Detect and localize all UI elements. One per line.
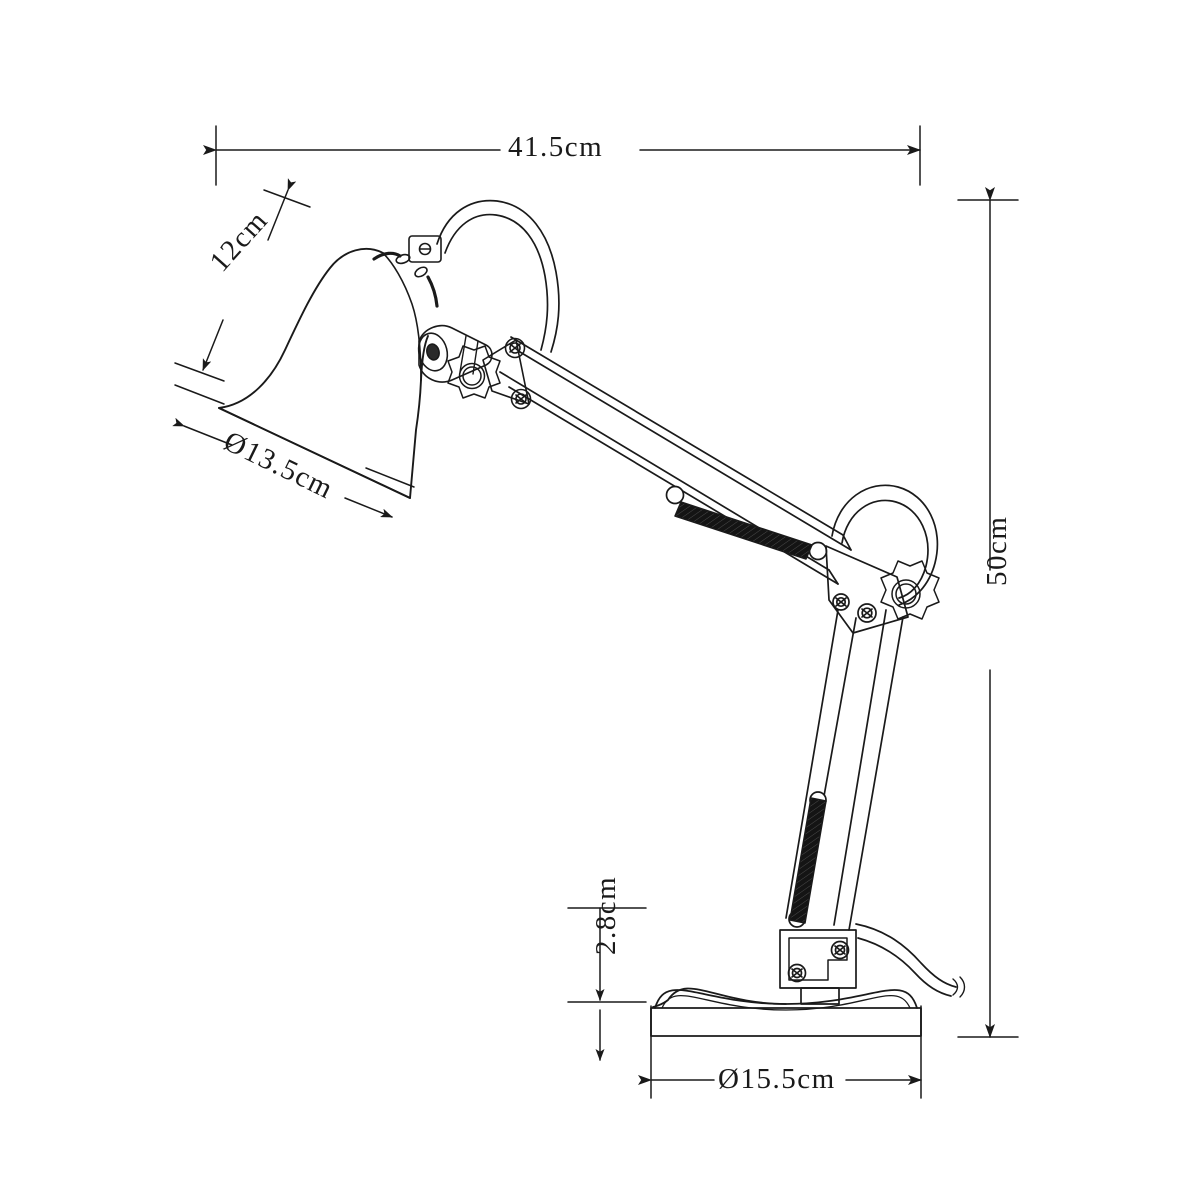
lower-tension-spring — [788, 791, 827, 928]
dimension-label-base-gap: 2.8cm — [590, 875, 622, 955]
dimension-label-total-height: 50cm — [981, 515, 1013, 586]
dimension-overall-width — [203, 125, 921, 186]
dimension-total-height — [957, 187, 1019, 1038]
power-cord-loop — [436, 199, 560, 353]
dimension-shade-height — [174, 178, 311, 382]
dimension-shade-diameter — [172, 384, 415, 518]
shade-joint — [417, 324, 493, 383]
elbow-joint-knob — [880, 560, 940, 620]
elbow-joint — [825, 484, 939, 634]
dimension-label-base-diameter: Ø15.5cm — [718, 1063, 836, 1095]
shade-joint-knob — [447, 345, 501, 399]
cord-clip — [372, 235, 442, 308]
weighted-base — [650, 987, 922, 1037]
base-bracket — [779, 929, 857, 1005]
upper-tension-spring — [665, 485, 828, 561]
dimension-label-overall-width: 41.5cm — [508, 131, 604, 163]
dimension-base-gap — [567, 907, 647, 1003]
power-cord-exit — [855, 923, 966, 998]
